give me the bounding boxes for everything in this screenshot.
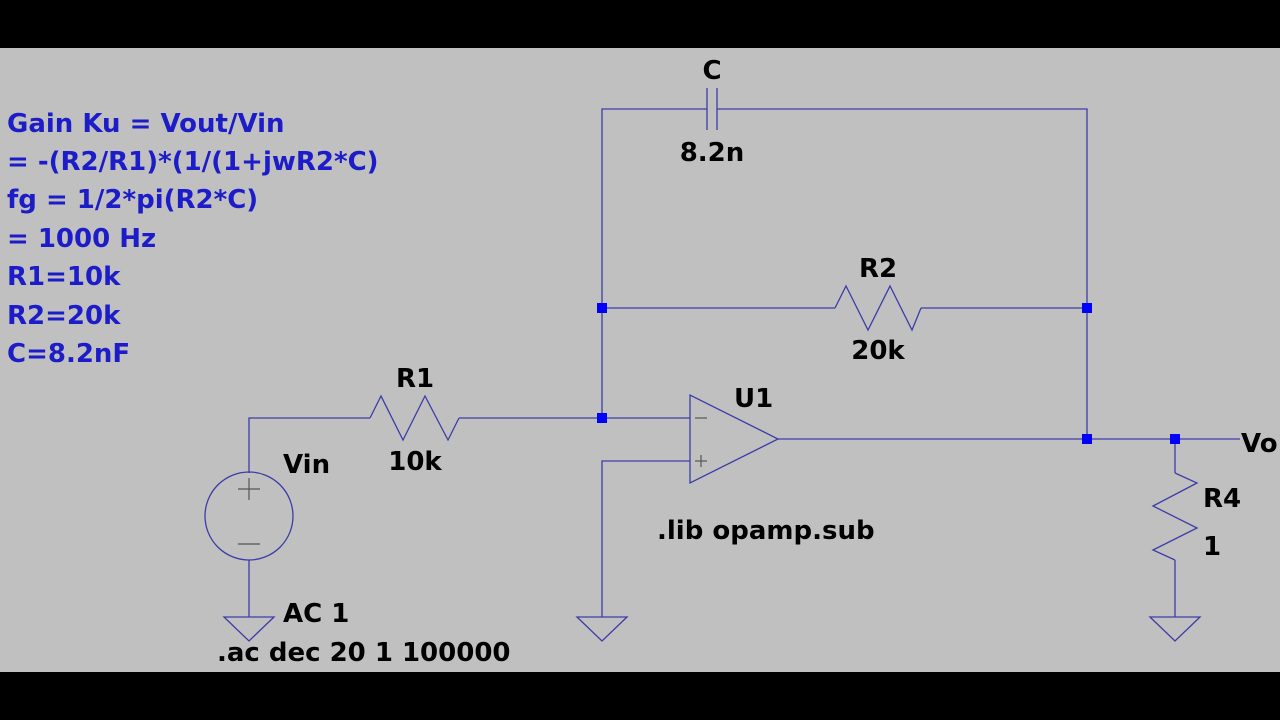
resistor-value[interactable]: 1 xyxy=(1203,532,1221,562)
junction-dot xyxy=(597,413,607,423)
resistor-r2[interactable]: R2 20k xyxy=(834,254,922,366)
comment-line: Gain Ku = Vout/Vin xyxy=(7,109,285,139)
voltage-source-vin[interactable]: Vin AC 1 xyxy=(204,450,349,629)
resistor-symbol xyxy=(834,284,922,332)
resistor-name[interactable]: R4 xyxy=(1203,484,1241,514)
net-label-output[interactable]: Vo xyxy=(1241,429,1278,459)
comment-line: C=8.2nF xyxy=(7,339,130,369)
ground-icon[interactable] xyxy=(575,616,629,642)
junction-dot xyxy=(597,303,607,313)
wire-noninverting-ground[interactable] xyxy=(601,460,690,617)
wires[interactable] xyxy=(248,108,1240,617)
bottom-frame xyxy=(0,672,1280,720)
comment-line: fg = 1/2*pi(R2*C) xyxy=(7,185,258,215)
comment-line: R2=20k xyxy=(7,301,121,331)
junction-dot xyxy=(1170,434,1180,444)
wire-cap-left[interactable] xyxy=(601,108,707,418)
resistor-r4[interactable]: R4 1 xyxy=(1151,472,1241,562)
ground-icon[interactable] xyxy=(222,616,276,642)
comment-line: = 1000 Hz xyxy=(7,224,156,254)
resistor-name[interactable]: R2 xyxy=(859,254,897,284)
ac-analysis-directive[interactable]: .ac dec 20 1 100000 xyxy=(217,638,511,668)
source-name[interactable]: Vin xyxy=(283,450,330,480)
resistor-r1[interactable]: R1 10k xyxy=(369,364,460,477)
resistor-symbol xyxy=(1151,472,1199,561)
schematic-background xyxy=(0,48,1280,672)
resistor-value[interactable]: 10k xyxy=(388,447,442,477)
resistor-name[interactable]: R1 xyxy=(396,364,434,394)
source-value[interactable]: AC 1 xyxy=(283,599,349,629)
comment-block[interactable]: Gain Ku = Vout/Vin = -(R2/R1)*(1/(1+jwR2… xyxy=(7,109,379,369)
capacitor-name[interactable]: C xyxy=(702,56,721,86)
ground-icon[interactable] xyxy=(1148,616,1202,642)
junction-dot xyxy=(1082,434,1092,444)
source-symbol xyxy=(204,471,294,561)
resistor-symbol xyxy=(369,394,460,442)
lib-directive[interactable]: .lib opamp.sub xyxy=(657,516,875,546)
comment-line: = -(R2/R1)*(1/(1+jwR2*C) xyxy=(7,147,379,177)
opamp-name[interactable]: U1 xyxy=(734,384,773,414)
resistor-value[interactable]: 20k xyxy=(851,336,905,366)
capacitor-value[interactable]: 8.2n xyxy=(680,138,745,168)
junction-dot xyxy=(1082,303,1092,313)
opamp-symbol xyxy=(689,393,780,485)
wire-cap-right[interactable] xyxy=(717,108,1088,439)
comment-line: R1=10k xyxy=(7,262,121,292)
capacitor-c[interactable]: C 8.2n xyxy=(680,56,745,168)
opamp-u1[interactable]: U1 .lib opamp.sub xyxy=(657,384,875,546)
wire-vin-r1[interactable] xyxy=(248,417,370,473)
